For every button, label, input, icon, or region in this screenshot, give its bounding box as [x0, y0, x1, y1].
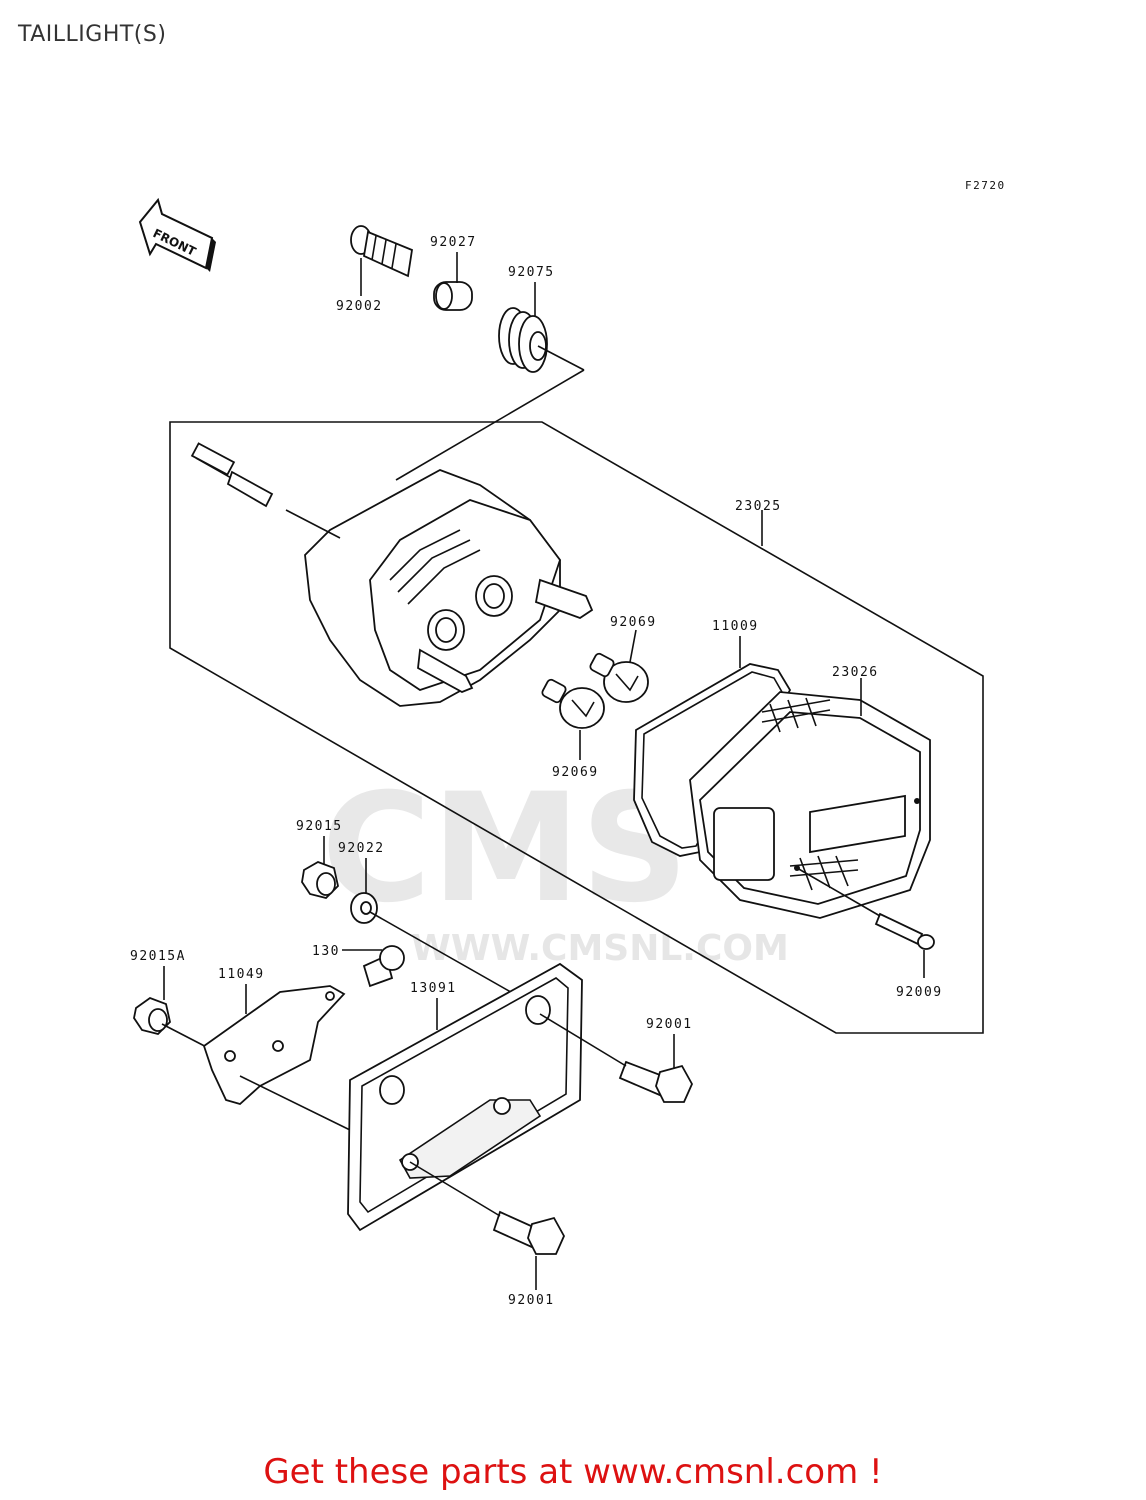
front-arrow-icon: FRONT [138, 197, 216, 272]
bolt-92002 [350, 225, 413, 278]
callout-92069-upper: 92069 [610, 615, 657, 630]
callout-92001-bottom: 92001 [508, 1293, 555, 1308]
washer-92022 [350, 892, 378, 924]
callout-92015A: 92015A [130, 949, 186, 964]
watermark: CMS WWW.CMSNL.COM [321, 762, 789, 969]
bracket-11049 [202, 985, 346, 1106]
callout-92027: 92027 [430, 235, 477, 250]
license-bracket-13091 [347, 962, 583, 1232]
page-title: TAILLIGHT(S) [18, 22, 167, 47]
callout-92009: 92009 [896, 985, 943, 1000]
callout-92001-right: 92001 [646, 1017, 693, 1032]
watermark-url: WWW.CMSNL.COM [411, 928, 789, 969]
callout-11049: 11049 [218, 967, 265, 982]
watermark-logo: CMS [321, 762, 688, 936]
footer-banner: Get these parts at www.cmsnl.com ! [0, 1452, 1146, 1492]
assembly-frame [169, 421, 984, 1034]
callout-92022: 92022 [338, 841, 385, 856]
figure-id: F2720 [965, 179, 1006, 192]
callout-92075: 92075 [508, 265, 555, 280]
nut-92015A [133, 996, 171, 1035]
bolt-130 [362, 945, 405, 988]
lens-23026 [689, 691, 931, 919]
callout-23025: 23025 [735, 499, 782, 514]
callout-13091: 13091 [410, 981, 457, 996]
footer-link[interactable]: Get these parts at www.cmsnl.com ! [263, 1452, 883, 1492]
callout-11009: 11009 [712, 619, 759, 634]
screw-92009 [874, 912, 935, 950]
callout-130: 130 [312, 944, 340, 959]
nut-92015 [301, 861, 339, 899]
callout-23026: 23026 [832, 665, 879, 680]
callout-92015: 92015 [296, 819, 343, 834]
bolt-92001-bottom [492, 1210, 566, 1255]
callout-92002: 92002 [336, 299, 383, 314]
bulb-92069-lower [541, 678, 605, 729]
parts-diagram: CMS WWW.CMSNL.COM F2720 FRONT 92002 9202… [130, 179, 1006, 1308]
taillight-housing-23025 [190, 442, 594, 707]
bolt-92001-right [618, 1060, 694, 1103]
bulb-92069-upper [589, 652, 649, 703]
grommet-92075 [498, 307, 548, 373]
callout-92069-lower: 92069 [552, 765, 599, 780]
collar-92027 [433, 281, 473, 311]
